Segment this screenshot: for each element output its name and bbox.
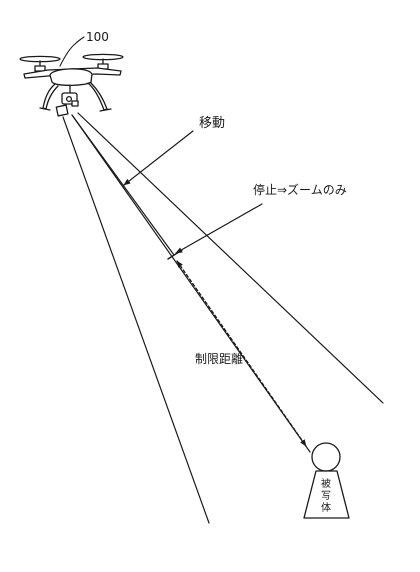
stop-zoom-only-label: 停止⇒ズームのみ xyxy=(253,182,347,197)
move-label-arrow xyxy=(123,130,194,186)
reference-leader-line xyxy=(59,36,85,67)
landing-foot-left xyxy=(39,107,51,111)
left-rotor xyxy=(19,55,61,72)
subject: 被 写 体 xyxy=(303,442,350,519)
limit-distance-dashed-line xyxy=(176,260,307,447)
subject-label-char-3: 体 xyxy=(321,502,331,514)
subject-label-char-1: 被 xyxy=(321,477,331,490)
movement-path xyxy=(71,114,175,256)
stop-label-arrow xyxy=(175,203,263,254)
limit-distance-label: 制限距離 xyxy=(195,352,243,366)
subject-body xyxy=(303,470,350,519)
reference-numeral: 100 xyxy=(86,30,109,44)
move-label: 移動 xyxy=(199,116,225,131)
subject-label-char-2: 写 xyxy=(321,490,331,502)
view-boundary-right xyxy=(77,112,384,404)
landing-foot-right xyxy=(99,108,112,112)
landing-leg-right xyxy=(87,82,108,111)
camera-gimbal xyxy=(55,84,79,117)
subject-head xyxy=(311,442,341,472)
drone-body xyxy=(49,68,93,87)
landing-leg-left xyxy=(42,83,59,110)
view-boundary-left xyxy=(62,116,210,524)
drone xyxy=(19,53,124,117)
right-rotor xyxy=(82,53,124,70)
